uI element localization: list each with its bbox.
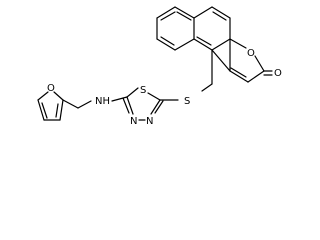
amine-nh-label: NH (95, 96, 110, 107)
atom-labels: O NH S S N N O O (47, 48, 282, 127)
bond-lines (37, 6, 273, 121)
thiadiazole-n-left-label: N (130, 116, 137, 127)
thioether-sulfur-label: S (184, 96, 190, 107)
carbonyl-oxygen-label: O (274, 68, 282, 79)
lactone-oxygen-label: O (247, 48, 255, 59)
thiadiazole-n-right-label: N (146, 116, 153, 127)
thiadiazole-sulfur-label: S (140, 85, 146, 96)
molecule-diagram: O NH S S N N O O (37, 6, 282, 127)
furan-oxygen-label: O (47, 83, 55, 94)
